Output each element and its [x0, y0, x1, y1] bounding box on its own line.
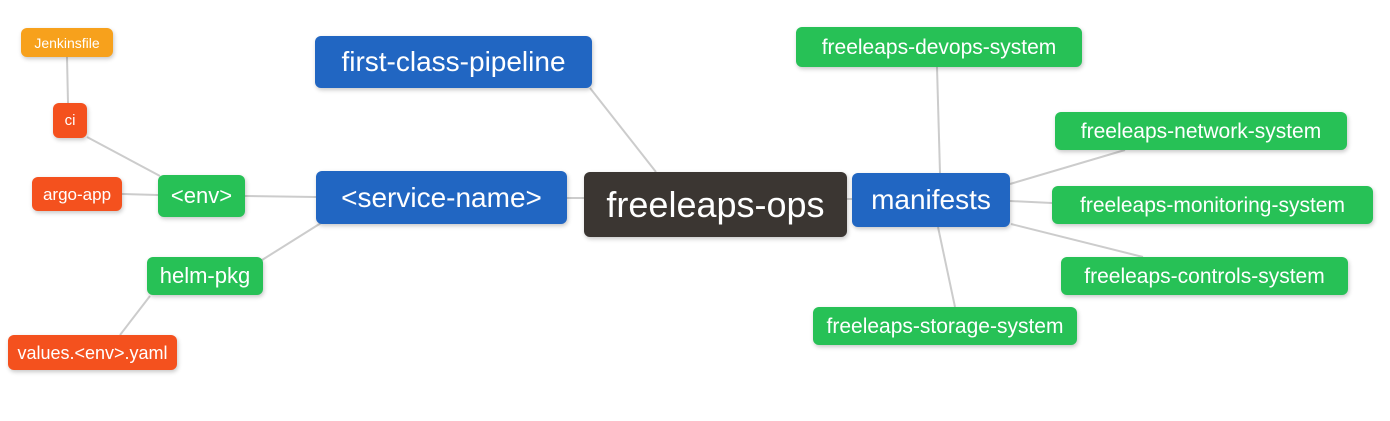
mindmap-node-label: freeleaps-devops-system: [821, 35, 1057, 59]
mindmap-node-first-class-pipeline[interactable]: first-class-pipeline: [315, 36, 592, 88]
mindmap-node-monitoring-system[interactable]: freeleaps-monitoring-system: [1052, 186, 1373, 224]
mindmap-node-controls-system[interactable]: freeleaps-controls-system: [1061, 257, 1348, 295]
mindmap-node-devops-system[interactable]: freeleaps-devops-system: [796, 27, 1082, 67]
edge-first-class-pipeline-to-freeleaps-ops: [589, 87, 657, 173]
mindmap-node-values-env-yaml[interactable]: values.<env>.yaml: [8, 335, 177, 370]
mindmap-node-env[interactable]: <env>: [158, 175, 245, 217]
mindmap-node-label: helm-pkg: [159, 263, 251, 288]
mindmap-node-label: <env>: [170, 183, 233, 208]
edge-manifests-to-controls-system: [1010, 223, 1144, 258]
edge-manifests-to-network-system: [1009, 149, 1126, 185]
mindmap-node-ci[interactable]: ci: [53, 103, 87, 138]
mindmap-node-label: argo-app: [42, 184, 112, 204]
mindmap-node-label: first-class-pipeline: [341, 46, 566, 77]
mindmap-node-jenkinsfile[interactable]: Jenkinsfile: [21, 28, 113, 57]
mindmap-node-label: manifests: [871, 184, 991, 215]
edge-values-env-yaml-to-helm-pkg: [119, 295, 151, 336]
mindmap-node-network-system[interactable]: freeleaps-network-system: [1055, 112, 1347, 150]
edge-manifests-to-devops-system: [936, 66, 941, 174]
edge-jenkinsfile-to-ci: [66, 56, 69, 104]
edge-env-to-service-name: [244, 195, 317, 198]
mindmap-node-label: freeleaps-monitoring-system: [1080, 193, 1345, 217]
mindmap-node-label: freeleaps-controls-system: [1084, 264, 1325, 288]
mindmap-node-label: <service-name>: [341, 181, 542, 213]
mindmap-node-manifests[interactable]: manifests: [852, 173, 1010, 227]
mindmap-node-label: Jenkinsfile: [34, 34, 100, 51]
mindmap-node-label: values.<env>.yaml: [17, 342, 168, 363]
mindmap-node-argo-app[interactable]: argo-app: [32, 177, 122, 211]
mindmap-node-helm-pkg[interactable]: helm-pkg: [147, 257, 263, 295]
mindmap-node-freeleaps-ops[interactable]: freeleaps-ops: [584, 172, 847, 237]
edge-helm-pkg-to-service-name: [261, 222, 322, 261]
edge-manifests-to-monitoring-system: [1009, 200, 1053, 204]
mindmap-node-label: freeleaps-ops: [606, 183, 825, 225]
mindmap-node-label: ci: [64, 112, 76, 129]
mindmap-node-storage-system[interactable]: freeleaps-storage-system: [813, 307, 1077, 345]
edge-manifests-to-storage-system: [937, 226, 956, 308]
mindmap-node-label: freeleaps-storage-system: [826, 314, 1064, 338]
mindmap-node-service-name[interactable]: <service-name>: [316, 171, 567, 224]
edge-ci-to-env: [86, 136, 161, 177]
mindmap-node-label: freeleaps-network-system: [1080, 119, 1322, 143]
edge-argo-app-to-env: [121, 193, 159, 196]
